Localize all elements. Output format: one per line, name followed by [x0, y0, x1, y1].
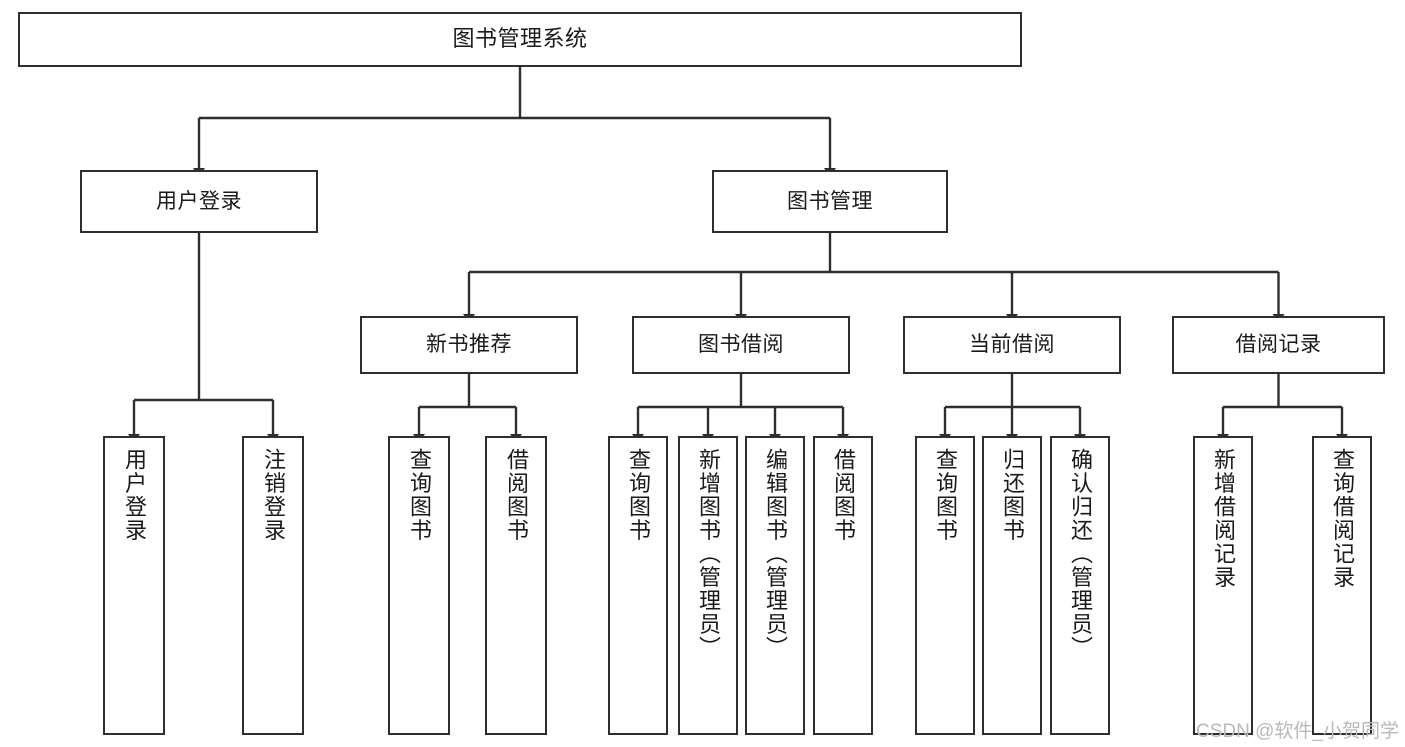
node-new-book-recommend[interactable]: 新书推荐: [360, 316, 578, 374]
node-leaf-query-borrow-record-label: 查询借阅记录: [1330, 448, 1355, 589]
node-leaf-user-logout-label: 注销登录: [261, 448, 286, 542]
node-leaf-return-book[interactable]: 归还图书: [982, 436, 1042, 735]
node-leaf-query-book-1-label: 查询图书: [407, 448, 432, 542]
node-leaf-borrow-book-1[interactable]: 借阅图书: [485, 436, 547, 735]
node-root-label: 图书管理系统: [452, 26, 588, 52]
node-root[interactable]: 图书管理系统: [18, 12, 1022, 67]
node-current-borrow-label: 当前借阅: [969, 333, 1055, 357]
node-borrow-record-label: 借阅记录: [1235, 333, 1322, 357]
node-book-manage[interactable]: 图书管理: [712, 170, 948, 233]
node-leaf-edit-book[interactable]: 编辑图书（管理员）: [745, 436, 805, 735]
node-leaf-query-book-3-label: 查询图书: [933, 448, 958, 542]
node-leaf-return-book-label: 归还图书: [1000, 448, 1025, 542]
node-leaf-query-book-3[interactable]: 查询图书: [915, 436, 975, 735]
node-leaf-add-book-label: 新增图书（管理员）: [696, 448, 721, 660]
node-new-book-recommend-label: 新书推荐: [426, 333, 512, 357]
node-book-borrow-label: 图书借阅: [698, 333, 784, 357]
node-leaf-add-borrow-record[interactable]: 新增借阅记录: [1193, 436, 1253, 735]
csdn-watermark: CSDN @软件_小贺同学: [1196, 721, 1399, 742]
node-leaf-user-login-label: 用户登录: [122, 448, 147, 542]
node-book-borrow[interactable]: 图书借阅: [632, 316, 850, 374]
connectors: [128, 67, 1348, 443]
node-leaf-confirm-return[interactable]: 确认归还（管理员）: [1050, 436, 1110, 735]
node-leaf-edit-book-label: 编辑图书（管理员）: [763, 448, 788, 660]
node-leaf-add-borrow-record-label: 新增借阅记录: [1211, 448, 1236, 589]
node-leaf-confirm-return-label: 确认归还（管理员）: [1068, 448, 1093, 660]
node-book-manage-label: 图书管理: [787, 189, 873, 213]
node-leaf-user-login[interactable]: 用户登录: [103, 436, 165, 735]
node-leaf-user-logout[interactable]: 注销登录: [242, 436, 304, 735]
node-current-borrow[interactable]: 当前借阅: [903, 316, 1121, 374]
node-borrow-record[interactable]: 借阅记录: [1172, 316, 1385, 374]
node-leaf-query-borrow-record[interactable]: 查询借阅记录: [1312, 436, 1372, 735]
node-user-login[interactable]: 用户登录: [80, 170, 318, 233]
node-leaf-query-book-2-label: 查询图书: [626, 448, 651, 542]
node-leaf-query-book-1[interactable]: 查询图书: [388, 436, 450, 735]
node-leaf-query-book-2[interactable]: 查询图书: [608, 436, 668, 735]
node-leaf-add-book[interactable]: 新增图书（管理员）: [678, 436, 738, 735]
node-leaf-borrow-book-2-label: 借阅图书: [831, 448, 856, 542]
node-leaf-borrow-book-2[interactable]: 借阅图书: [813, 436, 873, 735]
node-user-login-label: 用户登录: [156, 189, 242, 213]
node-leaf-borrow-book-1-label: 借阅图书: [504, 448, 529, 542]
